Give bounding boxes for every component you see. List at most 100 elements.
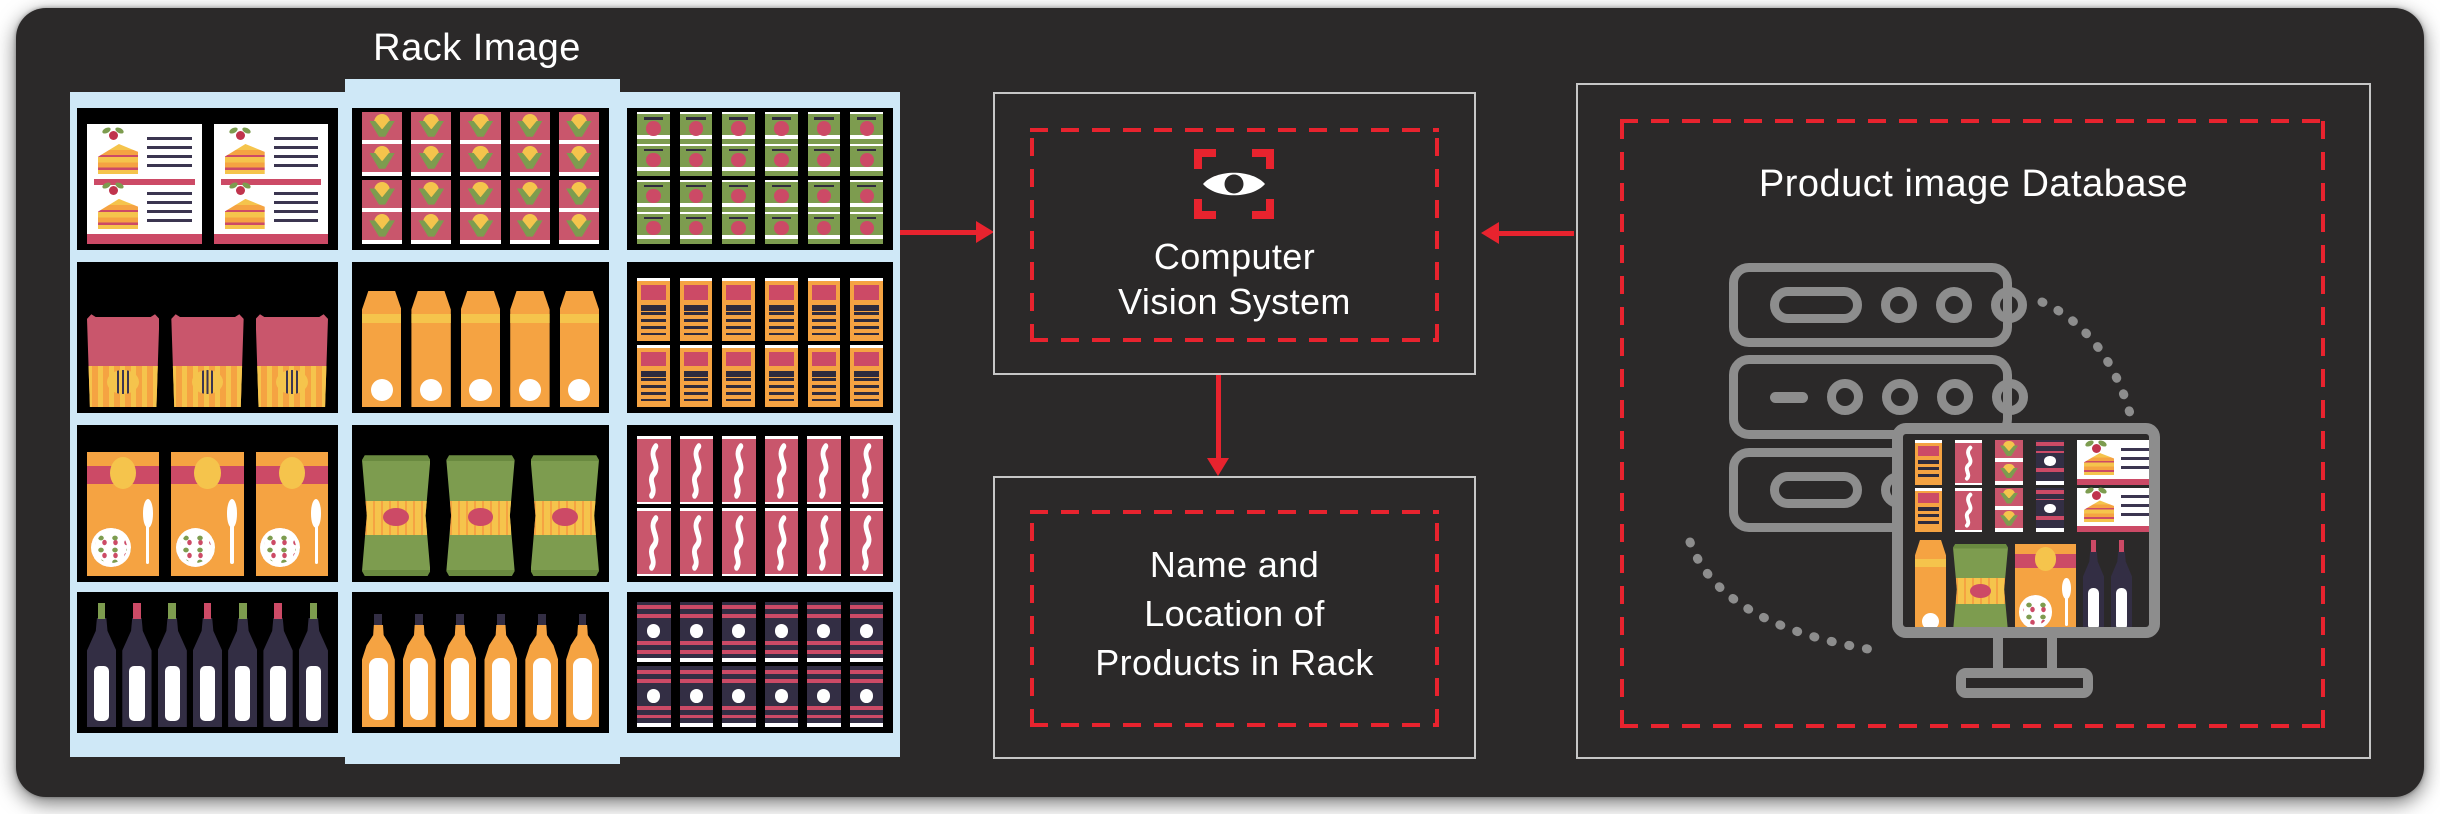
product-swirl-can bbox=[679, 436, 713, 505]
product-chips-bag bbox=[171, 314, 244, 407]
product-dark-box bbox=[2036, 440, 2064, 485]
product-corn-pack bbox=[362, 180, 403, 244]
product-orange-bottle bbox=[566, 613, 599, 727]
product-green-box bbox=[850, 180, 884, 244]
product-swirl-can bbox=[764, 508, 798, 576]
product-green-bag bbox=[530, 455, 599, 576]
output-label-line3: Products in Rack bbox=[1095, 642, 1374, 683]
product-orange-carton bbox=[460, 291, 501, 407]
product-corn-pack bbox=[509, 112, 550, 177]
product-dark-box bbox=[2036, 487, 2064, 532]
product-dark-box bbox=[849, 601, 883, 663]
rack-cell bbox=[352, 592, 609, 733]
product-corn-pack bbox=[1995, 440, 2023, 485]
database-title: Product image Database bbox=[1758, 163, 2189, 205]
product-green-box bbox=[679, 180, 713, 244]
product-swirl-can bbox=[1955, 440, 1982, 485]
product-dark-box bbox=[679, 666, 713, 727]
product-corn-pack bbox=[460, 180, 501, 244]
product-green-box bbox=[679, 112, 713, 177]
product-orange-carton bbox=[510, 291, 550, 407]
product-swirl-can bbox=[1955, 487, 1982, 532]
product-chips-bag bbox=[87, 314, 160, 407]
product-wine-bottle bbox=[298, 602, 328, 727]
product-wine-bottle bbox=[2083, 540, 2104, 627]
product-orange-bottle bbox=[362, 613, 395, 727]
product-cake-box1 bbox=[2077, 487, 2149, 532]
product-dark-box bbox=[722, 601, 756, 663]
server-led bbox=[1882, 379, 1918, 415]
product-corn-pack bbox=[411, 112, 452, 177]
product-barcode-box bbox=[637, 278, 670, 341]
product-cake-box bbox=[213, 124, 328, 244]
rack-cell bbox=[627, 592, 893, 733]
product-cake-box1 bbox=[2077, 440, 2149, 485]
eye-scan-icon bbox=[1191, 146, 1277, 222]
product-corn-pack bbox=[558, 180, 600, 244]
product-swirl-can bbox=[722, 436, 756, 505]
arrow-rack-to-cvs bbox=[900, 230, 980, 235]
product-corn-pack bbox=[1995, 487, 2023, 532]
arrow-rack-to-cvs-head bbox=[976, 221, 994, 243]
product-orange-bottle bbox=[402, 613, 436, 727]
product-dark-box bbox=[764, 666, 798, 727]
product-swirl-can bbox=[679, 508, 713, 576]
product-corn-pack bbox=[558, 112, 600, 177]
output-box bbox=[993, 476, 1476, 759]
monitor-product-stack bbox=[1995, 440, 2023, 532]
server-led bbox=[1937, 379, 1973, 415]
monitor-shelf-bottom bbox=[1903, 540, 2149, 627]
product-swirl-can bbox=[849, 436, 883, 505]
product-dark-box bbox=[807, 666, 841, 727]
product-barcode-box bbox=[850, 344, 884, 407]
rack-cell bbox=[352, 108, 609, 250]
product-swirl-can bbox=[722, 508, 756, 576]
product-dark-box bbox=[849, 666, 883, 727]
cvs-label-line2: Vision System bbox=[1118, 281, 1351, 322]
monitor-product-stack bbox=[1955, 440, 1982, 532]
server-slot bbox=[1770, 391, 1808, 403]
output-label: Name and Location of Products in Rack bbox=[993, 540, 1476, 687]
product-swirl-can bbox=[764, 436, 798, 505]
product-corn-pack bbox=[509, 180, 550, 244]
computer-vision-system-box bbox=[993, 92, 1476, 375]
output-label-line1: Name and bbox=[1149, 544, 1320, 585]
server-led bbox=[1936, 287, 1972, 323]
product-barcode-box bbox=[1915, 440, 1942, 485]
product-barcode-box bbox=[765, 278, 798, 341]
product-orange-carton bbox=[559, 291, 600, 407]
product-dark-box bbox=[637, 601, 671, 663]
rack-cell bbox=[627, 262, 893, 413]
product-barcode-box bbox=[722, 344, 756, 407]
rack-cell bbox=[77, 425, 338, 582]
monitor-product-stack bbox=[1915, 440, 1942, 532]
cvs-label-line1: Computer bbox=[1153, 236, 1316, 277]
product-wine-bottle bbox=[157, 602, 187, 727]
product-wine-bottle bbox=[87, 602, 117, 727]
product-soup-box bbox=[255, 452, 328, 576]
product-green-bag bbox=[1953, 543, 2008, 627]
product-barcode-box bbox=[1915, 487, 1942, 532]
product-soup-box bbox=[2015, 543, 2076, 627]
server-led bbox=[1991, 287, 2027, 323]
product-green-box bbox=[765, 180, 798, 244]
monitor-shelf-top bbox=[1903, 434, 2149, 532]
product-green-box bbox=[722, 112, 756, 177]
product-dark-box bbox=[722, 666, 756, 727]
product-swirl-can bbox=[807, 508, 841, 576]
product-orange-bottle bbox=[525, 613, 559, 727]
server-slot bbox=[1770, 472, 1862, 508]
product-barcode-box bbox=[722, 278, 756, 341]
product-orange-bottle bbox=[443, 613, 477, 727]
dashed-border bbox=[1030, 510, 1439, 727]
product-barcode-box bbox=[679, 344, 713, 407]
product-green-box bbox=[722, 180, 756, 244]
arrow-db-to-cvs bbox=[1498, 231, 1574, 236]
product-barcode-box bbox=[850, 278, 884, 341]
product-soup-box bbox=[171, 452, 244, 576]
product-wine-bottle bbox=[228, 602, 258, 727]
product-swirl-can bbox=[807, 436, 841, 505]
rack-cell bbox=[627, 108, 893, 250]
product-wine-bottle bbox=[192, 602, 223, 727]
